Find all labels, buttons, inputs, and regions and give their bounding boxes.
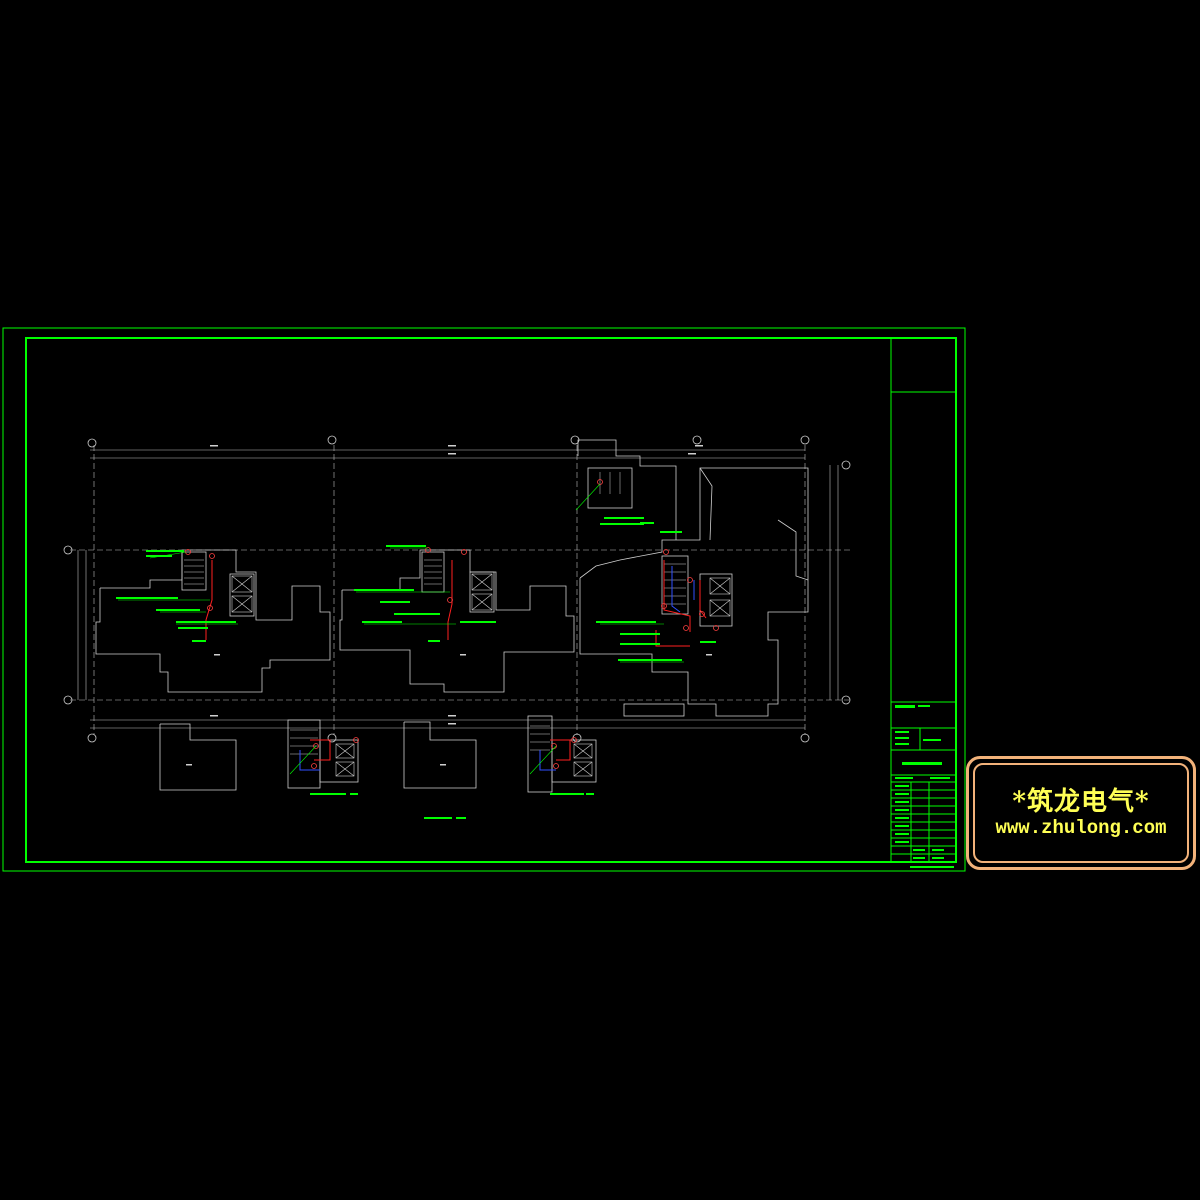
watermark-inner-border — [973, 763, 1189, 863]
drawing-frame — [2, 327, 966, 872]
floor-plan-unit-1 — [95, 549, 331, 693]
annotation-leaders — [118, 483, 684, 775]
stair-hatch-icon — [184, 472, 686, 755]
dimension-ticks — [210, 445, 703, 725]
bottom-blocks — [159, 715, 597, 793]
watermark-badge: *筑龙电气* www.zhulong.com — [966, 756, 1196, 870]
elevator-cross-icon — [231, 573, 731, 777]
device-symbols — [185, 479, 719, 769]
grid-axis-bubble-icon — [63, 435, 851, 743]
title-block — [890, 338, 956, 862]
title-block-text — [895, 705, 954, 868]
floor-plan-unit-3 — [577, 439, 809, 717]
wiring-blue — [299, 566, 695, 771]
watermark-url: www.zhulong.com — [995, 817, 1167, 839]
annotation-text-marks — [116, 517, 716, 819]
room-labels — [186, 654, 712, 766]
watermark-title: *筑龙电气* — [1012, 787, 1150, 817]
